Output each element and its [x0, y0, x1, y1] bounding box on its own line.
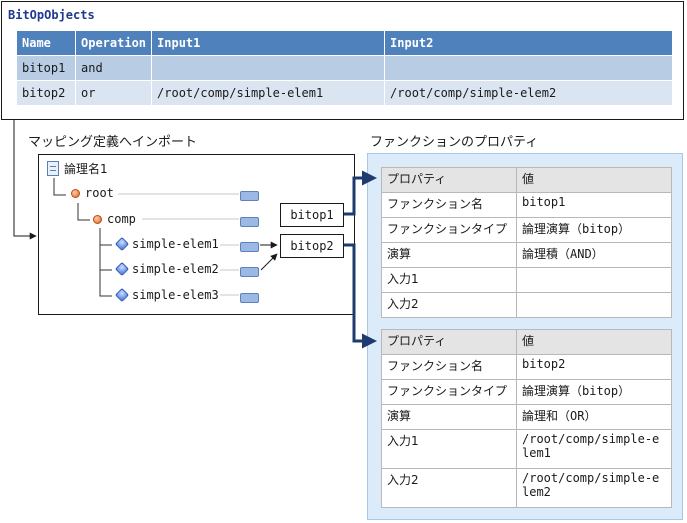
cell-operation: and: [75, 55, 153, 81]
header-property: プロパティ: [381, 329, 517, 355]
property-key: 入力1: [381, 429, 517, 469]
tree-node-label: 論理名1: [64, 162, 108, 176]
table-row: ファンクションタイプ論理演算（bitop）: [381, 379, 672, 405]
table-row: 入力1: [381, 267, 672, 293]
property-value: 論理和（OR）: [516, 404, 672, 430]
table-row: bitop1 and: [17, 55, 674, 81]
property-key: 入力1: [381, 267, 517, 293]
tree-node-label: comp: [107, 212, 136, 226]
tree-node-label: root: [85, 186, 114, 200]
property-key: ファンクション名: [381, 354, 517, 380]
function-box-bitop2[interactable]: bitop2: [280, 234, 344, 258]
cell-name: bitop2: [17, 80, 76, 105]
property-value: 論理演算（bitop）: [516, 379, 672, 405]
bitop-objects-panel: BitOpObjects Name Operation Input1 Input…: [1, 1, 684, 120]
output-port[interactable]: [240, 191, 259, 201]
table-row: 演算論理積（AND）: [381, 242, 672, 268]
cell-input2: [384, 55, 674, 81]
column-header-operation: Operation: [75, 31, 153, 56]
column-header-name: Name: [17, 31, 76, 56]
tree-node-label: simple-elem2: [132, 262, 219, 276]
element-icon: [93, 214, 102, 224]
properties-header-row: プロパティ 値: [381, 167, 672, 193]
tree-node-label: simple-elem1: [132, 237, 219, 251]
header-property: プロパティ: [381, 167, 517, 193]
tree-node-simple-elem3[interactable]: simple-elem3: [114, 287, 219, 303]
mapping-import-label: マッピング定義へインポート: [28, 135, 198, 150]
property-value: bitop1: [516, 192, 672, 218]
cell-input1: [151, 55, 386, 81]
property-value: [516, 292, 672, 318]
header-value: 値: [516, 329, 672, 355]
output-port[interactable]: [240, 267, 259, 277]
property-key: 演算: [381, 404, 517, 430]
bitop-objects-table: Name Operation Input1 Input2 bitop1 and …: [17, 31, 674, 105]
document-icon: [47, 161, 59, 176]
cell-operation: or: [75, 80, 153, 105]
cell-input1: /root/comp/simple-elem1: [151, 80, 386, 105]
function-box-bitop1[interactable]: bitop1: [280, 203, 344, 227]
table-row: ファンクションタイプ論理演算（bitop）: [381, 217, 672, 243]
property-value: /root/comp/simple-elem1: [516, 429, 672, 469]
properties-header-row: プロパティ 値: [381, 329, 672, 355]
table-row: 入力2/root/comp/simple-elem2: [381, 468, 672, 508]
table-row: 入力2: [381, 292, 672, 318]
property-key: ファンクション名: [381, 192, 517, 218]
bitop-objects-title: BitOpObjects: [8, 8, 95, 22]
table-header-row: Name Operation Input1 Input2: [17, 31, 674, 56]
property-key: 入力2: [381, 292, 517, 318]
output-port[interactable]: [240, 242, 259, 252]
column-header-input2: Input2: [384, 31, 674, 56]
tree-node-simple-elem1[interactable]: simple-elem1: [114, 236, 219, 252]
cell-input2: /root/comp/simple-elem2: [384, 80, 674, 105]
table-row: bitop2 or /root/comp/simple-elem1 /root/…: [17, 80, 674, 105]
tree-root-logical-name[interactable]: 論理名1: [47, 160, 108, 177]
table-row: 演算論理和（OR）: [381, 404, 672, 430]
output-port[interactable]: [240, 293, 259, 303]
cell-name: bitop1: [17, 55, 76, 81]
column-header-input1: Input1: [151, 31, 386, 56]
table-row: 入力1/root/comp/simple-elem1: [381, 429, 672, 469]
tree-node-root[interactable]: root: [71, 186, 114, 200]
tree-node-comp[interactable]: comp: [93, 212, 136, 226]
header-value: 値: [516, 167, 672, 193]
property-key: 演算: [381, 242, 517, 268]
output-port[interactable]: [240, 217, 259, 227]
property-value: /root/comp/simple-elem2: [516, 468, 672, 508]
element-icon: [71, 188, 80, 198]
tree-node-label: simple-elem3: [132, 288, 219, 302]
function-properties-label: ファンクションのプロパティ: [370, 135, 539, 150]
tree-node-simple-elem2[interactable]: simple-elem2: [114, 261, 219, 277]
